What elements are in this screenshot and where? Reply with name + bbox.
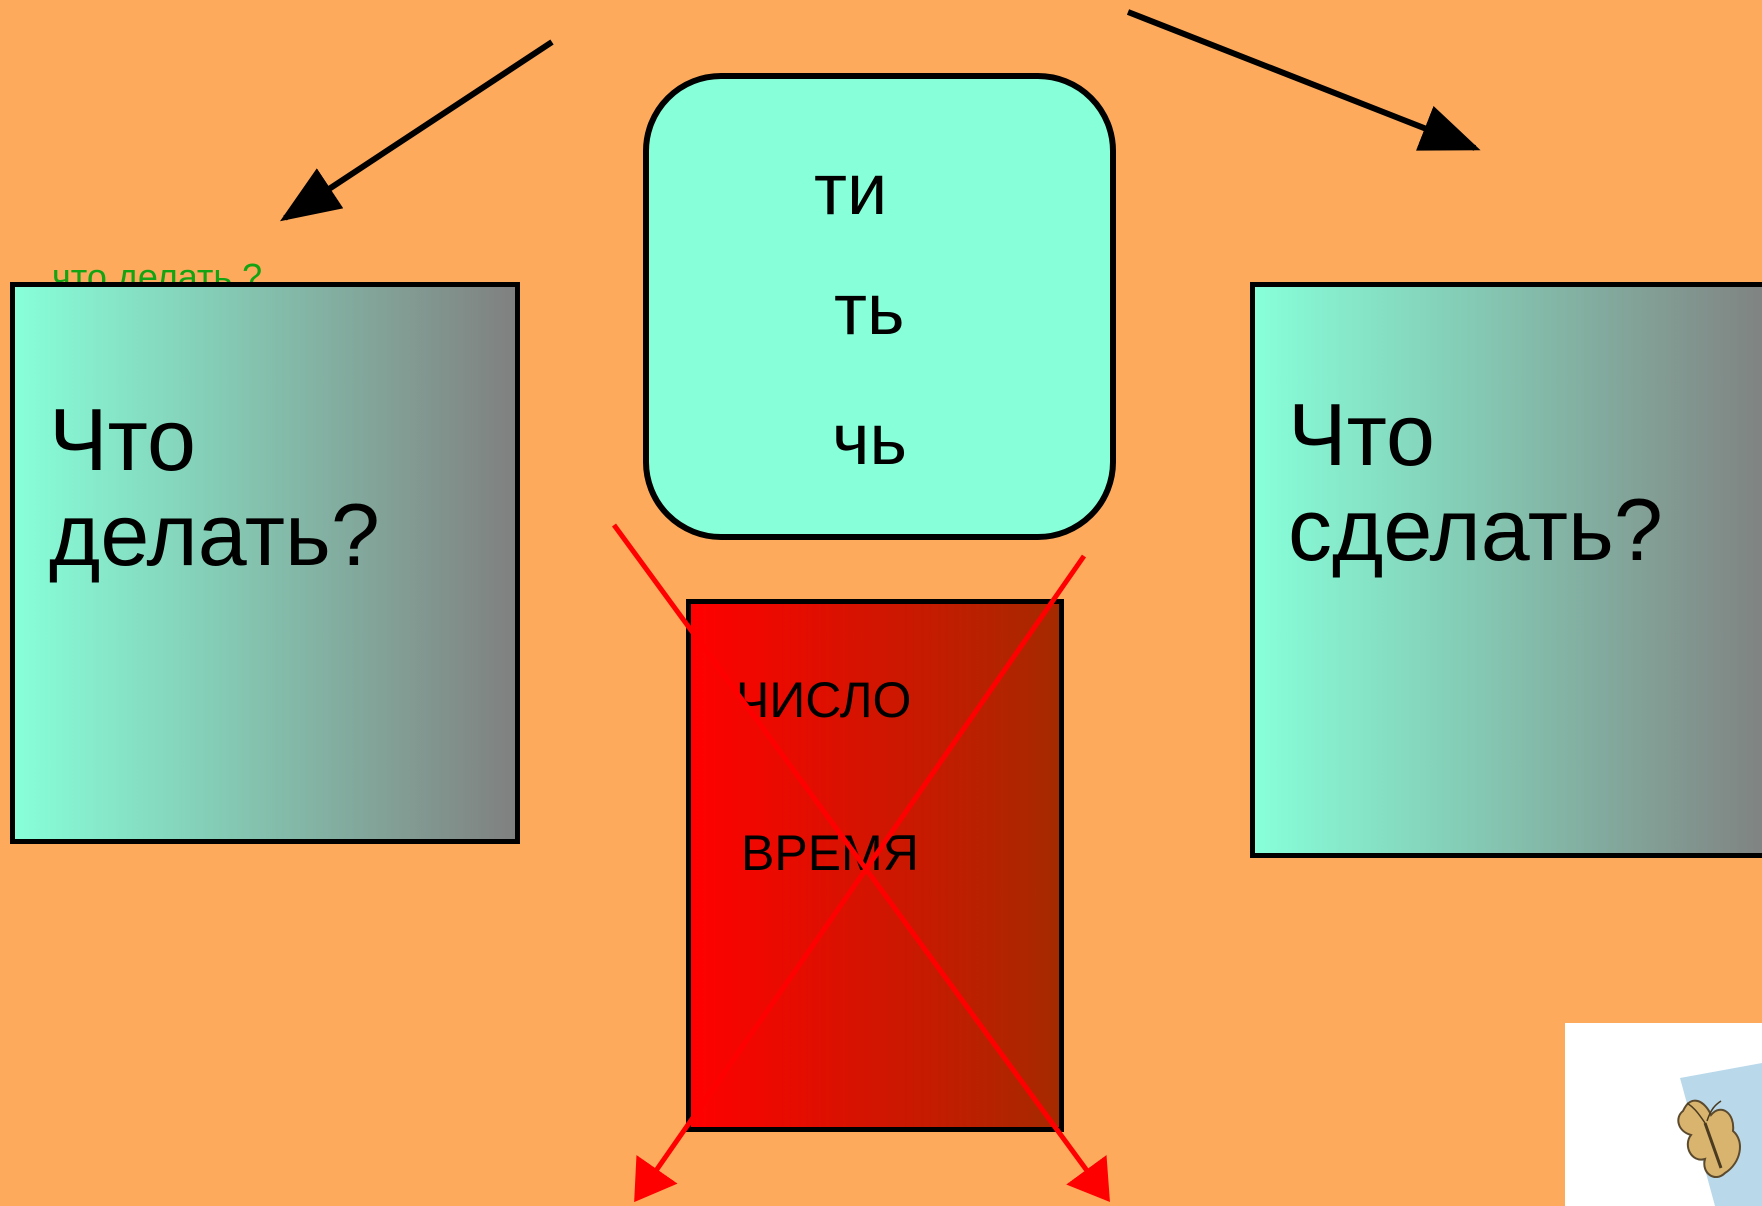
category-tense: ВРЕМЯ — [741, 825, 919, 881]
butterfly-icon — [1677, 1063, 1762, 1206]
suffix-ti: ти — [814, 150, 888, 230]
suffix-ch-soft: чь — [832, 400, 908, 480]
question-text: Что сделать? — [1288, 387, 1663, 577]
butterfly-picture — [1565, 1023, 1762, 1206]
category-number: ЧИСЛО — [736, 672, 912, 728]
question-line-2: делать? — [49, 485, 380, 585]
suffix-t-soft: ть — [834, 270, 905, 350]
question-line-1: Что — [1288, 385, 1435, 484]
question-card-perfective: Что сделать? — [1250, 282, 1762, 858]
arrow-to-left-card — [279, 39, 554, 222]
infinitive-suffix-box: ти ть чь — [643, 73, 1116, 540]
question-text: Что делать? — [49, 392, 380, 582]
question-line-2: сделать? — [1288, 480, 1663, 580]
crossed-out-categories: ЧИСЛО ВРЕМЯ — [686, 599, 1064, 1132]
question-line-1: Что — [49, 390, 196, 489]
arrow-to-right-card — [1126, 9, 1481, 151]
question-card-imperfective: Что делать? — [10, 282, 520, 844]
